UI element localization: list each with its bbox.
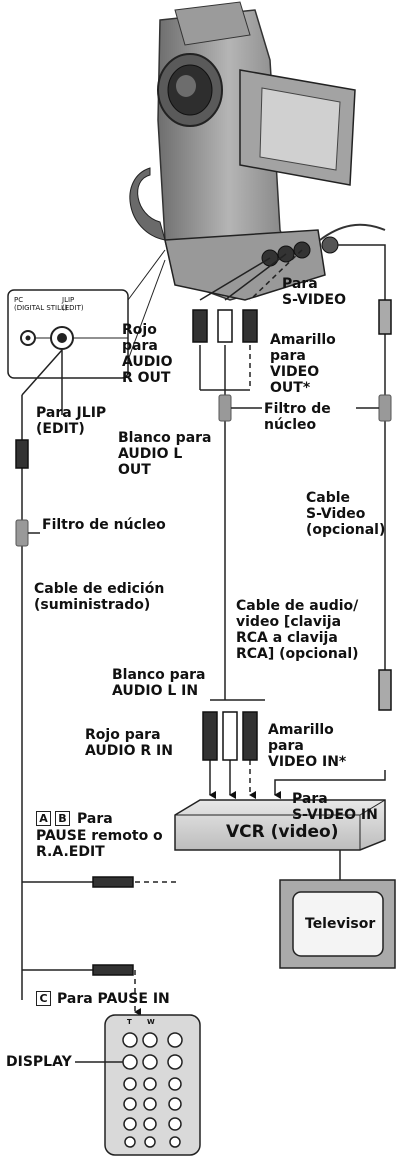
plugs-vcr-end xyxy=(92,669,392,976)
jack-pc-label: PC (DIGITAL STILL) xyxy=(14,296,68,312)
label-pause-remoto: PAUSE remoto o R.A.EDIT xyxy=(36,828,163,860)
label-filtro-nucleo-left: Filtro de núcleo xyxy=(42,517,166,533)
televisor-label: Televisor xyxy=(305,916,376,932)
box-a: A xyxy=(36,811,51,826)
label-blanco-audio-l-out: Blanco para AUDIO L OUT xyxy=(118,430,212,478)
core-filter-leaders xyxy=(28,407,379,534)
label-para-pause-in: Para PAUSE IN xyxy=(57,991,170,1007)
label-cable-de-edicion: Cable de edición (suministrado) xyxy=(34,581,165,613)
remote-control xyxy=(75,1014,201,1156)
box-b: B xyxy=(55,811,70,826)
jack-jlip-label: JLIP (EDIT) xyxy=(62,296,84,312)
jack-panel-detail xyxy=(7,249,166,379)
label-cable-s-video: Cable S-Video (opcional) xyxy=(306,490,386,538)
cables xyxy=(21,244,386,1016)
label-para-s-video-in: Para S-VIDEO IN xyxy=(292,791,378,823)
camcorder xyxy=(129,1,386,301)
television xyxy=(279,879,396,969)
remote-w-label: W xyxy=(147,1018,155,1026)
label-cable-audio-video: Cable de audio/ video [clavija RCA a cla… xyxy=(236,598,359,662)
remote-t-label: T xyxy=(127,1018,132,1026)
box-c: C xyxy=(36,991,51,1006)
label-para-line1: Para xyxy=(77,811,113,827)
vcr xyxy=(174,799,386,851)
label-filtro-nucleo-right: Filtro de núcleo xyxy=(264,401,331,433)
label-rojo-audio-r-out: Rojo para AUDIO R OUT xyxy=(122,322,173,386)
label-para-s-video: Para S-VIDEO xyxy=(282,276,347,308)
label-blanco-audio-l-in: Blanco para AUDIO L IN xyxy=(112,667,206,699)
label-para-jlip: Para JLIP (EDIT) xyxy=(36,405,107,437)
label-amarillo-video-out: Amarillo para VIDEO OUT* xyxy=(270,332,336,396)
vcr-label: VCR (video) xyxy=(226,822,339,842)
label-rojo-audio-r-in: Rojo para AUDIO R IN xyxy=(85,727,173,759)
display-label: DISPLAY xyxy=(6,1054,72,1070)
label-amarillo-video-in: Amarillo para VIDEO IN* xyxy=(268,722,347,770)
plugs-camera-end xyxy=(15,299,392,469)
